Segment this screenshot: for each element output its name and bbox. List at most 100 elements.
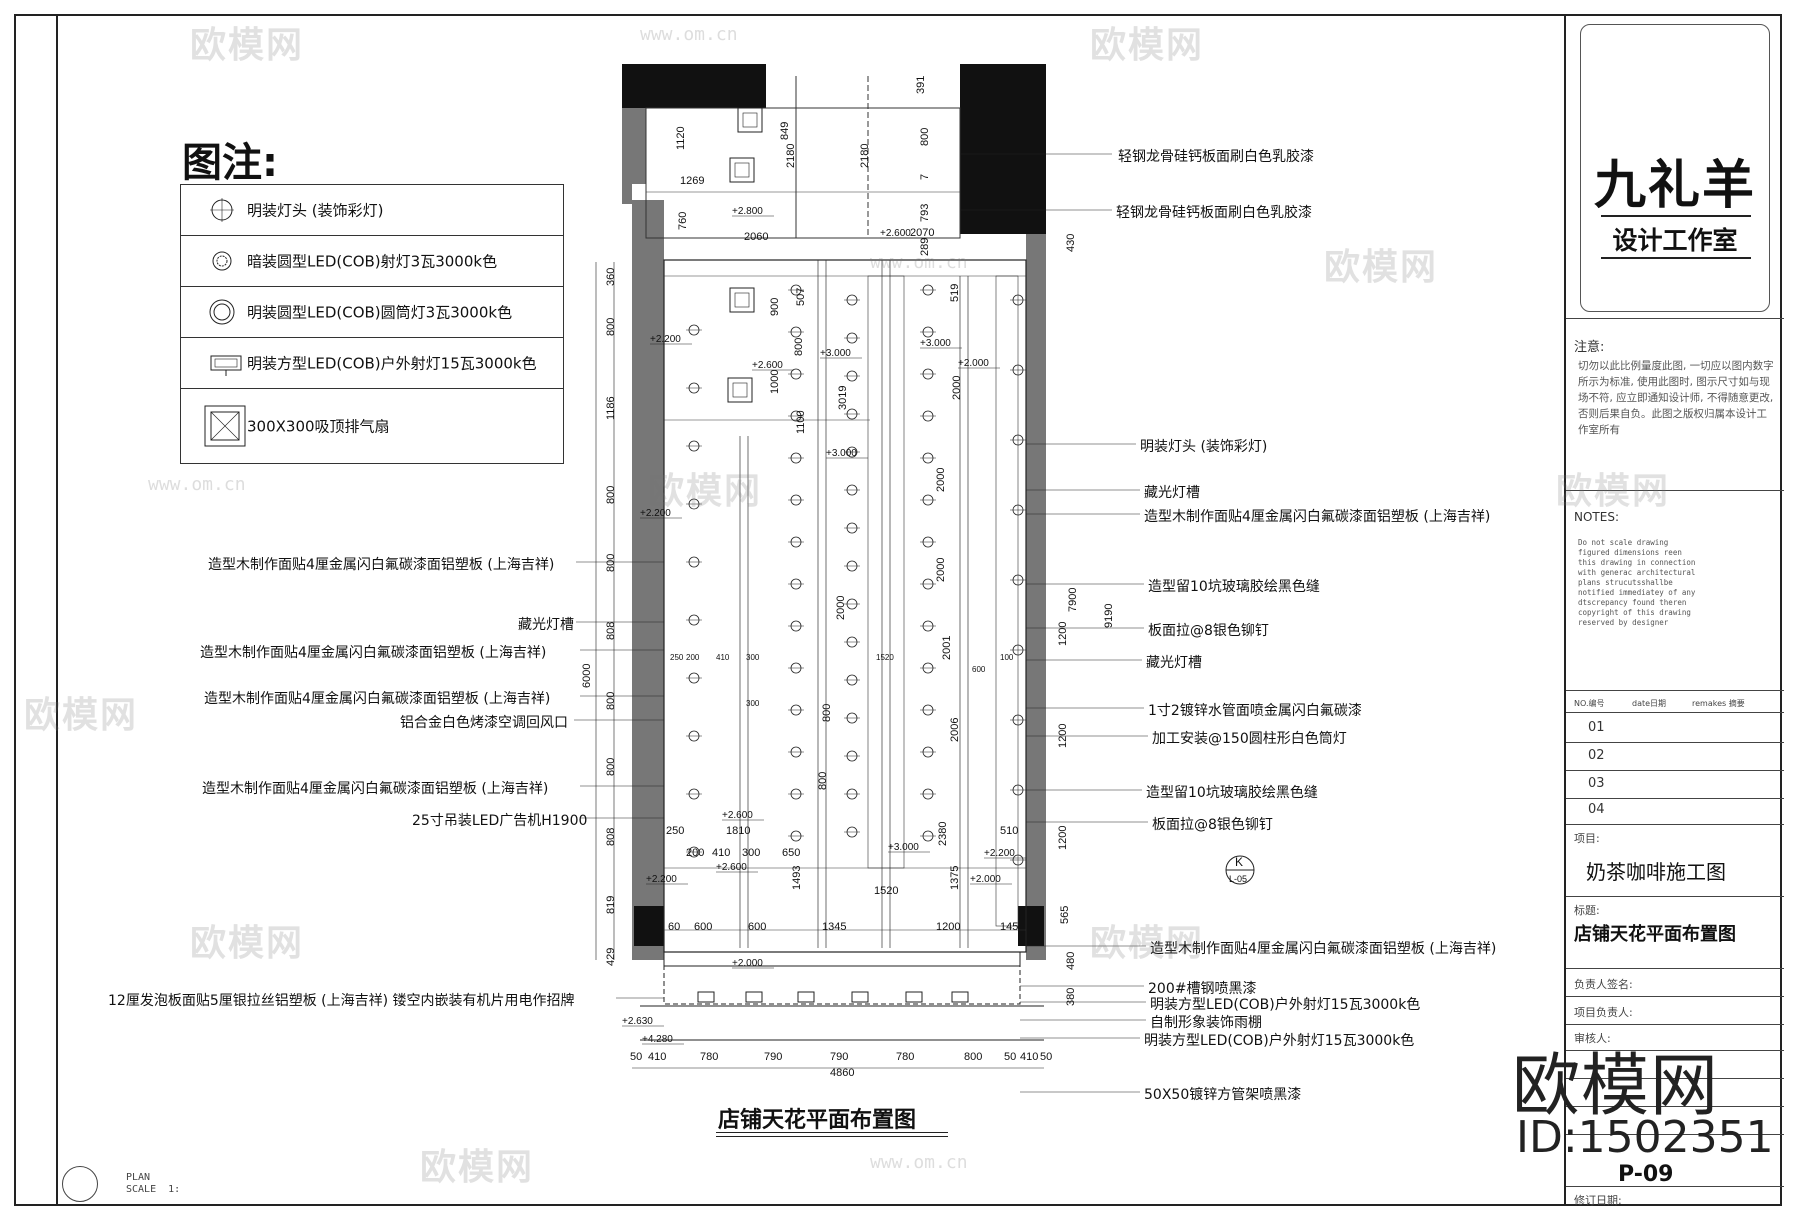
upper-room bbox=[645, 107, 961, 239]
revise-date-label: 修订日期: bbox=[1574, 1194, 1622, 1207]
floodlight-icon bbox=[697, 991, 715, 1003]
dimension-label: 1200 bbox=[1057, 622, 1069, 646]
dimension-label: 7 bbox=[919, 174, 931, 180]
legend-row: 明装圆型LED(COB)圆筒灯3瓦3000k色 bbox=[181, 287, 563, 338]
annotation-right: 明装方型LED(COB)户外射灯15瓦3000k色 bbox=[1144, 1033, 1415, 1049]
dimension-label: 2000 bbox=[935, 558, 947, 582]
elevation-label: +3.000 bbox=[920, 338, 951, 349]
dimension-label: 391 bbox=[915, 76, 927, 94]
column-bottom-left bbox=[634, 906, 664, 946]
dimension-label: 200 bbox=[686, 653, 700, 662]
title-block-divider bbox=[1566, 712, 1784, 713]
dimension-label: 507 bbox=[795, 288, 807, 306]
watermark-faint: 欧模网 bbox=[24, 695, 139, 736]
annotation-left: 造型木制作面贴4厘金属闪白氟碳漆面铝塑板 (上海吉祥) bbox=[200, 645, 547, 661]
field-label: 负责人签名: bbox=[1574, 978, 1633, 991]
title-block-divider bbox=[1566, 690, 1784, 691]
column-top-left bbox=[622, 64, 766, 108]
sheet-number: P-09 bbox=[1618, 1162, 1674, 1187]
watermark-url: www.om.cn bbox=[148, 474, 246, 495]
notice-text: 切勿以此比例量度此图, 一切应以图内数字所示为标准, 使用此图时, 图示尺寸如与… bbox=[1578, 360, 1774, 436]
annotation-right: 轻钢龙骨硅钙板面刷白色乳胶漆 bbox=[1118, 149, 1314, 165]
dimension-label: 300 bbox=[746, 699, 760, 708]
floodlight-icon bbox=[851, 991, 869, 1003]
rev-header-remarks: remakes 摘要 bbox=[1692, 699, 1745, 708]
dimension-label: 510 bbox=[1000, 825, 1018, 837]
exhaust-fan-icon bbox=[727, 377, 753, 403]
dimension-label: 800 bbox=[605, 486, 617, 504]
dimension-label: 2006 bbox=[949, 718, 961, 742]
title-block-divider bbox=[1566, 490, 1784, 491]
annotation-right: 加工安装@150圆柱形白色筒灯 bbox=[1152, 731, 1347, 747]
plan-text: PLAN bbox=[126, 1172, 151, 1183]
dimension-label: 565 bbox=[1059, 906, 1071, 924]
dimension-label: 760 bbox=[677, 212, 689, 230]
caption-underline bbox=[716, 1132, 948, 1133]
annotation-right: 造型留10坑玻璃胶绘黑色缝 bbox=[1146, 785, 1318, 801]
dimension-label: 2060 bbox=[744, 231, 768, 243]
dimension-label: 7900 bbox=[1067, 588, 1079, 612]
title-block-divider bbox=[1566, 742, 1784, 743]
elevation-label: +2.000 bbox=[732, 958, 763, 969]
section-marker-letter: K bbox=[1235, 855, 1243, 869]
dimension-label: 50 bbox=[1040, 1051, 1052, 1063]
dimension-label: 1200 bbox=[936, 921, 960, 933]
elevation-label: +2.630 bbox=[622, 1016, 653, 1027]
dimension-label: 1493 bbox=[791, 866, 803, 890]
plan-symbol bbox=[62, 1166, 98, 1202]
watermark-faint: 欧模网 bbox=[648, 471, 763, 512]
title-block: 九礼羊 设计工作室 注意: 切勿以此比例量度此图, 一切应以图内数字所示为标准,… bbox=[1564, 14, 1784, 1207]
annotation-right: 50X50镀锌方管架喷黑漆 bbox=[1144, 1087, 1302, 1103]
column-bottom-right bbox=[1018, 906, 1044, 946]
feature-panel bbox=[867, 275, 905, 869]
dimension-label: 1375 bbox=[949, 866, 961, 890]
notes-label: NOTES: bbox=[1574, 510, 1619, 524]
legend-row: 暗装圆型LED(COB)射灯3瓦3000k色 bbox=[181, 236, 563, 287]
logo-rule bbox=[1601, 215, 1751, 217]
legend-label: 明装圆型LED(COB)圆筒灯3瓦3000k色 bbox=[247, 303, 513, 322]
dimension-label: 250 bbox=[666, 825, 684, 837]
title-block-divider bbox=[1566, 1078, 1784, 1079]
annotation-right: 造型木制作面贴4厘金属闪白氟碳漆面铝塑板 (上海吉祥) bbox=[1144, 509, 1491, 525]
watermark-url: www.om.cn bbox=[870, 252, 968, 273]
dimension-label: 2180 bbox=[859, 144, 871, 168]
watermark-faint: 欧模网 bbox=[190, 923, 305, 964]
dimension-label: 600 bbox=[748, 921, 766, 933]
dimension-label: 2000 bbox=[951, 376, 963, 400]
legend-row: 300X300吸顶排气扇 bbox=[181, 389, 563, 463]
caption-underline bbox=[716, 1136, 948, 1137]
studio-name: 设计工作室 bbox=[1612, 226, 1738, 255]
annotation-right: 造型木制作面贴4厘金属闪白氟碳漆面铝塑板 (上海吉祥) bbox=[1150, 941, 1497, 957]
plan-label: PLAN SCALE 1: bbox=[126, 1172, 180, 1196]
dimension-label: 9190 bbox=[1103, 604, 1115, 628]
watermark-id: ID:1502351 bbox=[1516, 1112, 1774, 1163]
watermark-faint: 欧模网 bbox=[190, 25, 305, 66]
annotation-right: 明装灯头 (装饰彩灯) bbox=[1140, 439, 1268, 455]
exhaust-fan-icon bbox=[204, 405, 246, 447]
elevation-label: +3.000 bbox=[826, 448, 857, 459]
elevation-label: +2.600 bbox=[752, 360, 783, 371]
watermark-faint: 欧模网 bbox=[1090, 25, 1205, 66]
dimension-label: 2000 bbox=[835, 596, 847, 620]
field-label: 审核人: bbox=[1574, 1032, 1611, 1045]
floodlight-icon bbox=[951, 991, 969, 1003]
watermark-faint: 欧模网 bbox=[1324, 247, 1439, 288]
rev-row-no: 02 bbox=[1588, 748, 1605, 763]
drawing-caption: 店铺天花平面布置图 bbox=[718, 1108, 917, 1133]
title-block-divider bbox=[1566, 968, 1784, 969]
dimension-label: 100 bbox=[1000, 653, 1014, 662]
rev-header-no: NO.编号 bbox=[1574, 699, 1605, 708]
title-label: 标题: bbox=[1574, 904, 1600, 917]
elevation-label: +4.280 bbox=[642, 1034, 673, 1045]
dimension-label: 1120 bbox=[675, 126, 687, 150]
title-block-divider bbox=[1566, 770, 1784, 771]
rev-row-no: 03 bbox=[1588, 776, 1605, 791]
elevation-label: +3.000 bbox=[820, 348, 851, 359]
dimension-label: 800 bbox=[919, 128, 931, 146]
title-block-divider bbox=[1566, 1134, 1784, 1135]
dimension-label: 900 bbox=[769, 298, 781, 316]
dimension-label: 1520 bbox=[874, 885, 898, 897]
dimension-label: 1200 bbox=[1057, 724, 1069, 748]
brand-name: 九礼羊 bbox=[1593, 156, 1756, 216]
